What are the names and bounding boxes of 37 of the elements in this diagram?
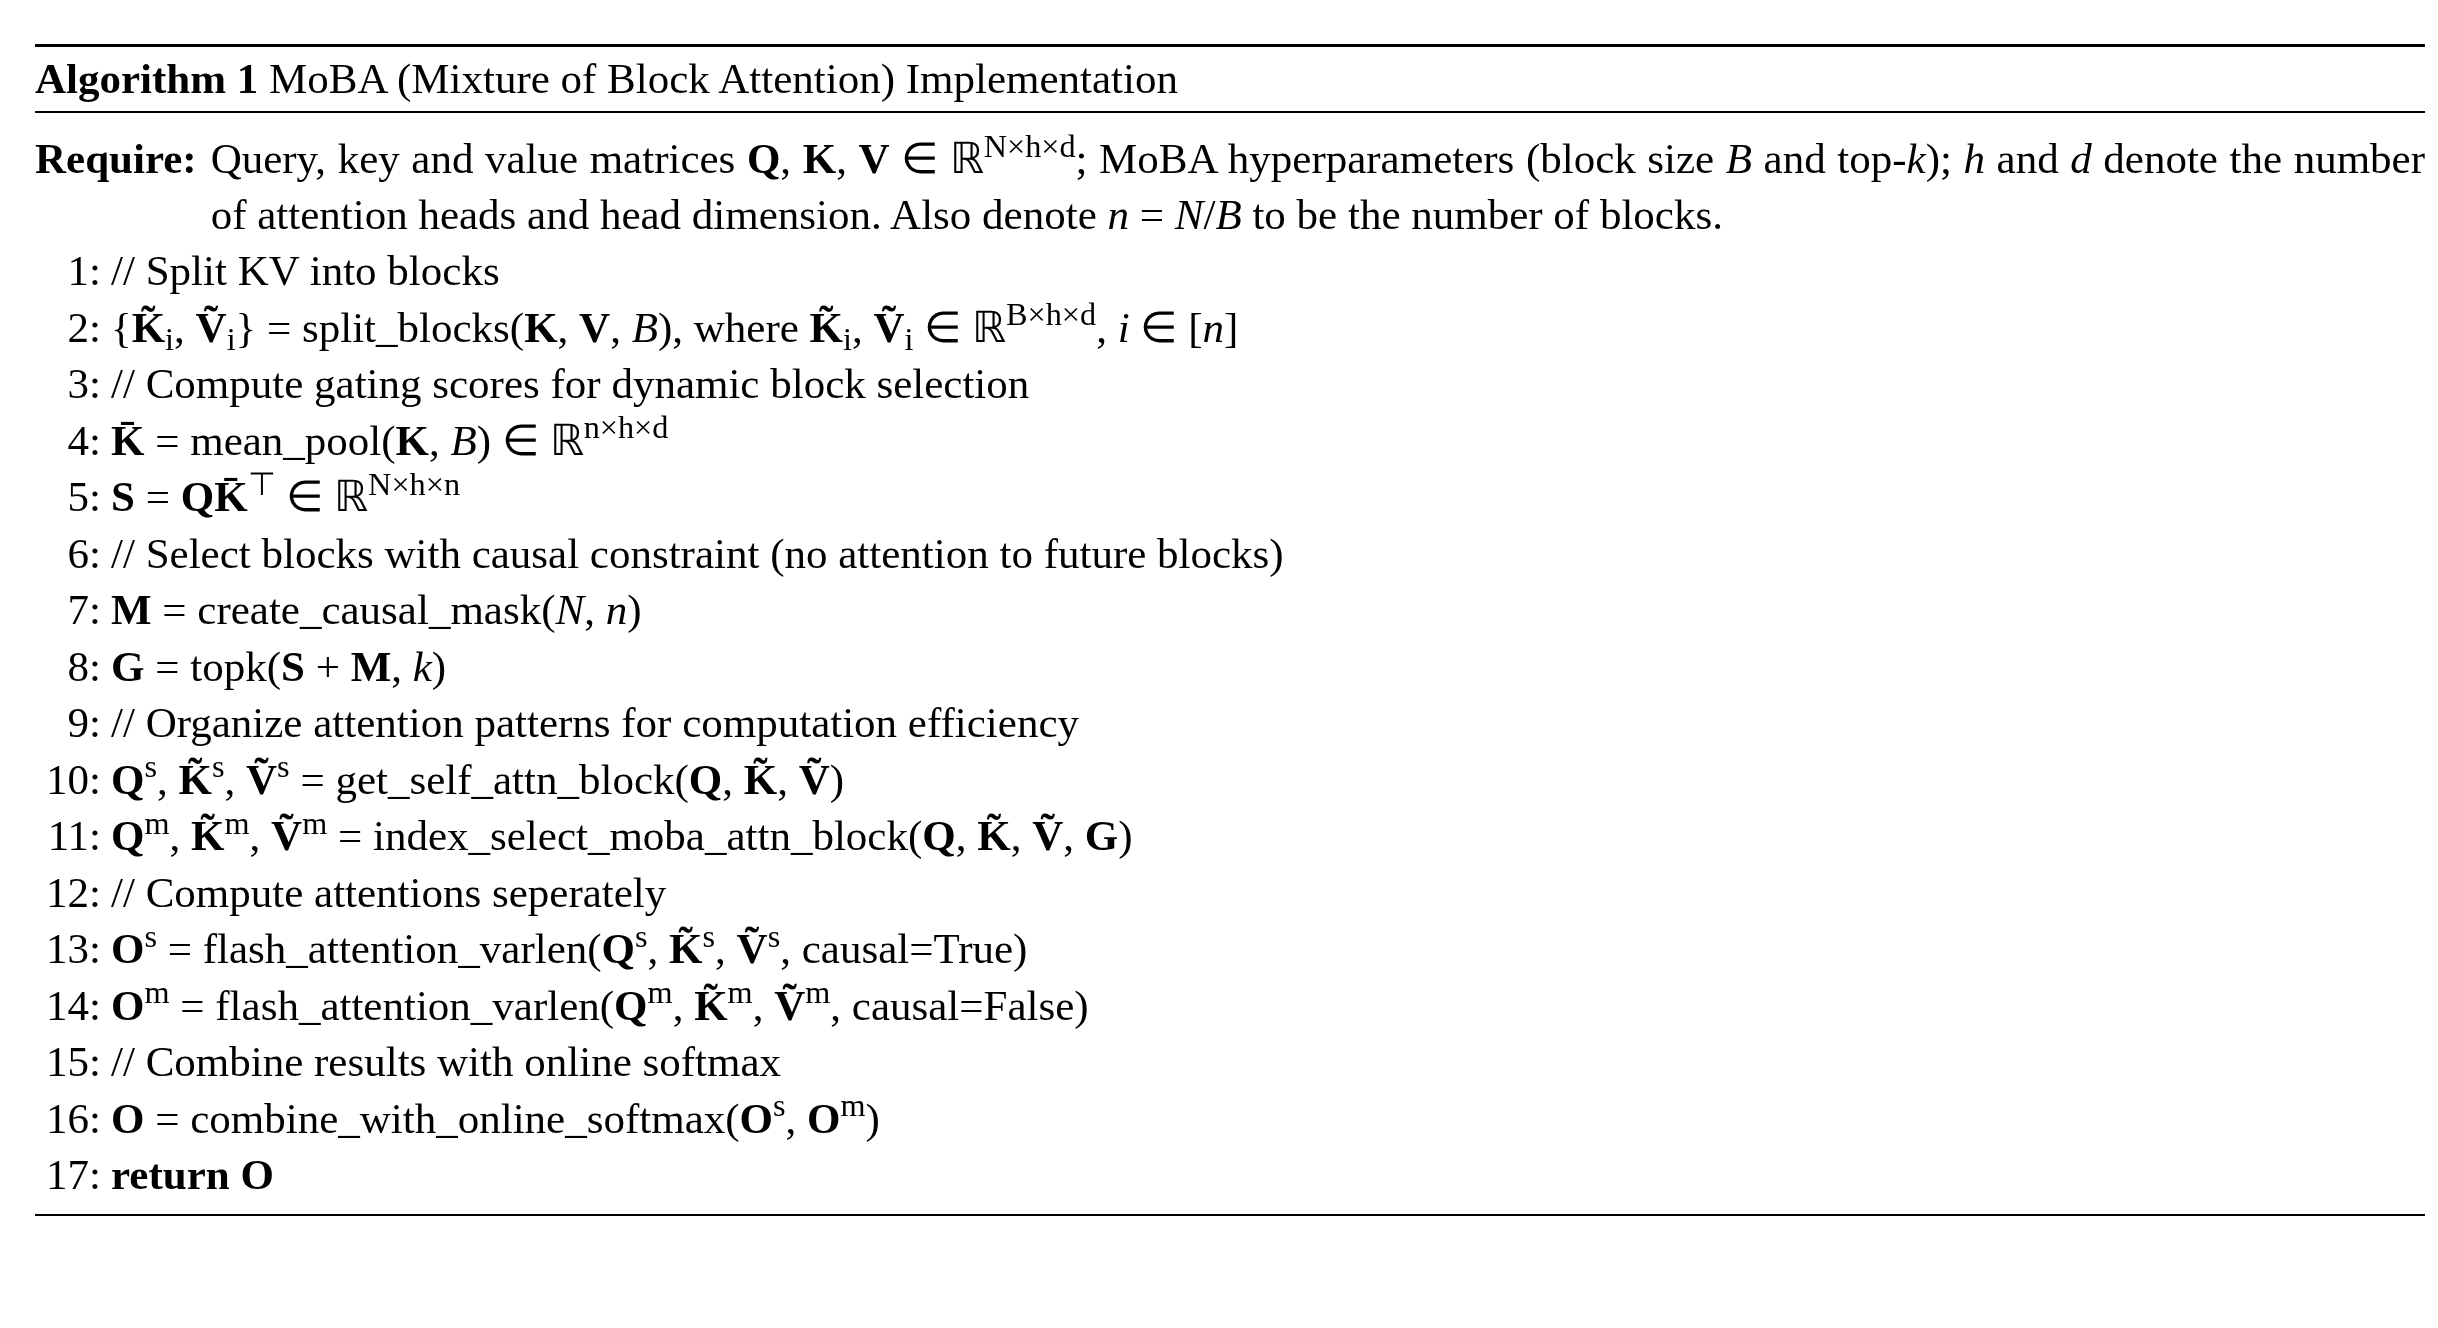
pseudocode-line: O = combine_with_online_softmax(O$^{s}$, O$^{m}$) xyxy=(111,1090,880,1144)
pseudocode-line: // Organize attention patterns for computation efficiency xyxy=(111,698,1079,748)
pseudocode-line: return O xyxy=(111,1150,274,1200)
pseudocode-line: O$^{s}$ = flash_attention_varlen(Q$^{s}$, K̃$^{s}$, Ṽ$^{s}$, causal=True) xyxy=(111,921,1028,974)
pseudocode-line: Q$^{m}$, K̃$^{m}$, Ṽ$^{m}$ = index_select_moba_attn_block(Q, K̃, Ṽ, G) xyxy=(111,808,1133,861)
pseudocode-line: Q$^{s}$, K̃$^{s}$, Ṽ$^{s}$ = get_self_attn_block(Q, K̃, Ṽ) xyxy=(111,751,845,805)
line-number: 11: xyxy=(47,812,101,859)
line-number: 10: xyxy=(46,755,101,803)
pseudocode-line: // Combine results with online softmax xyxy=(111,1037,782,1087)
line-number: 13: xyxy=(46,925,101,972)
line-number: 12: xyxy=(46,868,101,916)
pseudocode-line: // Compute attentions seperately xyxy=(111,867,667,918)
line-number: 8: xyxy=(67,642,101,690)
require-keyword: Require: xyxy=(35,134,197,184)
pseudocode-line: // Compute gating scores for dynamic block selection xyxy=(111,359,1030,409)
line-number: 4: xyxy=(67,416,101,464)
line-number: 17: xyxy=(46,1151,101,1198)
pseudocode-line: // Split KV into blocks xyxy=(111,246,500,296)
pseudocode-line: O$^{m}$ = flash_attention_varlen(Q$^{m}$, K̃$^{m}$, Ṽ$^{m}$, causal=False) xyxy=(111,977,1089,1031)
line-number: 2: xyxy=(67,303,101,351)
line-number: 6: xyxy=(67,529,101,577)
line-number: 9: xyxy=(67,699,101,746)
line-number: 14: xyxy=(46,981,101,1029)
algorithm-title: Algorithm 1 MoBA (Mixture of Block Attention) Implementation xyxy=(35,55,1178,102)
pseudocode-line: G = topk(S + M, k) xyxy=(111,641,447,692)
pseudocode-line: M = create_causal_mask(N, n) xyxy=(111,585,642,635)
line-number: 15: xyxy=(46,1038,101,1085)
line-number: 7: xyxy=(67,586,101,633)
pseudocode-line: S = QK̄$^{⊤}$ ∈ ℝ$^{N×h×n}$ xyxy=(111,469,460,522)
pseudocode-line: {K̃$_{i}$, Ṽ$_{i}$} = split_blocks(K, V, B), where K̃$_{i}$, Ṽ$_{i}$ ∈ ℝ$^{B×h×d}$, i ∈ [n] xyxy=(111,299,1239,356)
require-text: Query, key and value matrices Q, K, V ∈ ℝ$^{N×h×d}$; MoBA hyperparameters (block size B and top-k); h and d denote the number of attention heads and head dimension. Also denote n = N/B to be the number of blocks. xyxy=(210,131,2425,240)
pseudocode-line: // Select blocks with causal constraint (no attention to future blocks) xyxy=(111,528,1284,579)
line-number: 1: xyxy=(67,247,101,294)
line-number: 5: xyxy=(67,473,101,520)
line-number: 3: xyxy=(67,360,101,407)
line-number: 16: xyxy=(46,1094,101,1142)
pseudocode-line: K̄ = mean_pool(K, B) ∈ ℝ$^{n×h×d}$ xyxy=(111,412,669,466)
